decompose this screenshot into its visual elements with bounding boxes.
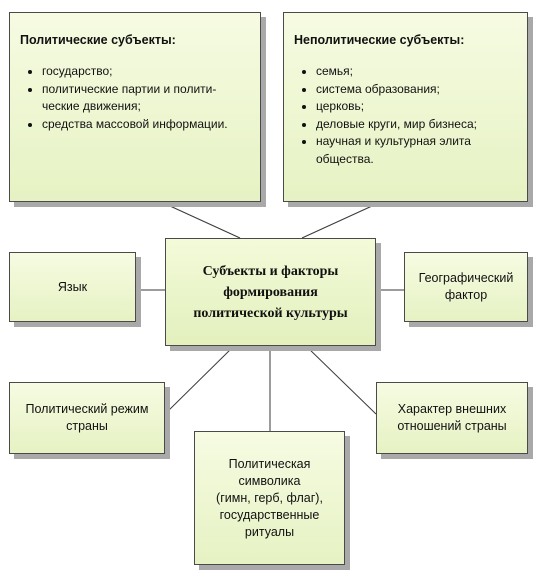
language-box: Язык xyxy=(9,252,136,322)
symbols-box: Политическая символика (гимн, герб, флаг… xyxy=(194,431,345,565)
list-item: государство; xyxy=(20,63,250,81)
list-item: система образования; xyxy=(294,81,517,99)
list-item: семья; xyxy=(294,63,517,81)
symbols-label: Политическая символика (гимн, герб, флаг… xyxy=(216,456,323,539)
political-subjects-title: Политические субъекты: xyxy=(20,33,176,47)
external-relations-box: Характер внешних отношений страны xyxy=(376,382,528,454)
connector-regime xyxy=(164,345,235,415)
external-relations-label: Характер внешних отношений страны xyxy=(397,402,507,433)
nonpolitical-subjects-list: семья; система образования; церковь; дел… xyxy=(294,63,517,168)
connector-external xyxy=(305,345,377,415)
list-item: научная и культурная элита общества. xyxy=(294,133,517,168)
political-subjects-list: государство; политические партии и полит… xyxy=(20,63,250,133)
political-subjects-box: Политические субъекты: государство; поли… xyxy=(9,12,261,202)
connector-nonpolitical xyxy=(301,205,373,239)
center-box: Субъекты и факторы формирования политиче… xyxy=(165,238,376,346)
list-item: деловые круги, мир бизнеса; xyxy=(294,116,517,134)
center-label: Субъекты и факторы формирования политиче… xyxy=(193,263,348,321)
list-item: политические партии и полити- ческие дви… xyxy=(20,81,250,116)
list-item: средства массовой информации. xyxy=(20,116,250,134)
list-item: церковь; xyxy=(294,98,517,116)
geography-box: Географический фактор xyxy=(404,252,528,322)
regime-box: Политический режим страны xyxy=(9,382,165,454)
nonpolitical-subjects-box: Неполитические субъекты: семья; система … xyxy=(283,12,528,202)
regime-label: Политический режим страны xyxy=(25,402,149,433)
nonpolitical-subjects-title: Неполитические субъекты: xyxy=(294,33,465,47)
connector-political xyxy=(169,205,241,239)
language-label: Язык xyxy=(57,279,88,294)
geography-label: Географический фактор xyxy=(418,271,514,302)
